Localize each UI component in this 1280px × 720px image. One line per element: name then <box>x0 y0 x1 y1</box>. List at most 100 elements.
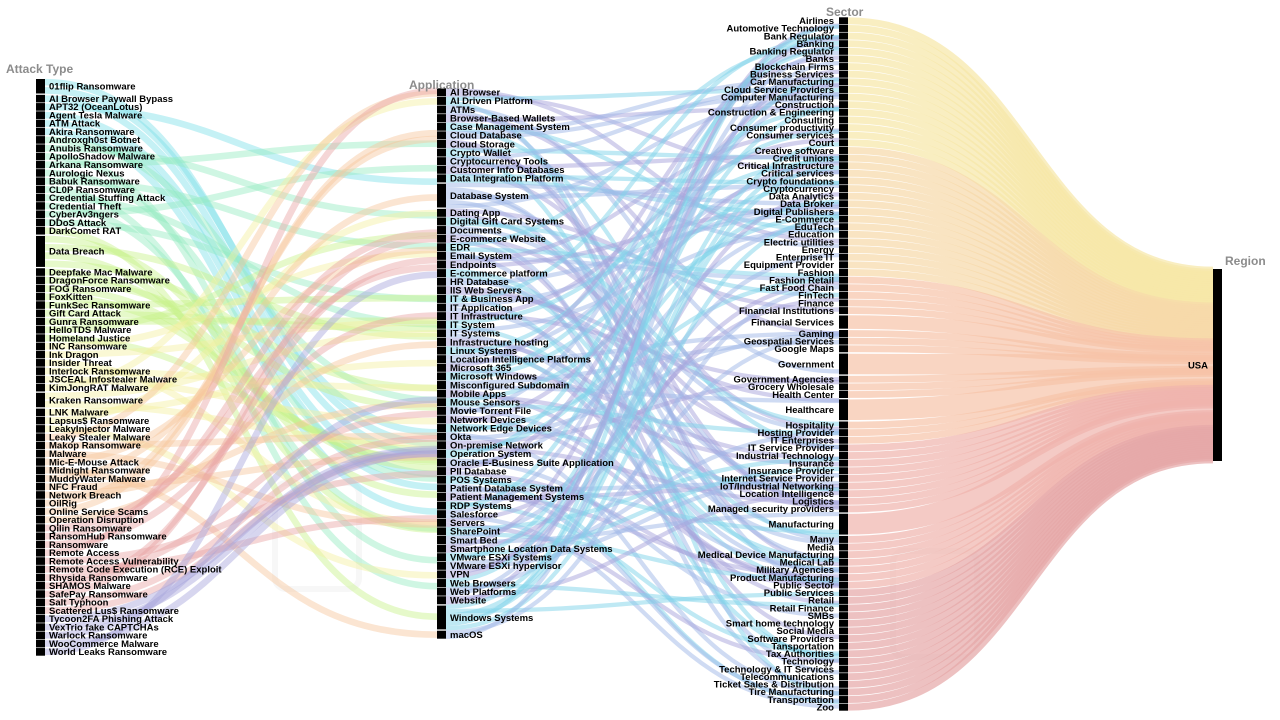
application-node-case-management-system <box>437 122 446 131</box>
sankey-link <box>445 511 840 545</box>
application-label: macOS <box>450 630 483 641</box>
application-node-rdp-systems <box>437 501 446 510</box>
sector-label: Blockchain Firms <box>755 62 834 73</box>
application-node-hr-database <box>437 277 446 286</box>
attack-type-label: Tycoon2FA Phishing Attack <box>49 614 174 625</box>
application-label: Linux Systems <box>450 346 517 357</box>
sector-node-financial-institutions <box>839 307 848 315</box>
attack-type-label: Remote Code Execution (RCE) Exploit <box>49 565 222 576</box>
sector-label: Government <box>778 359 835 370</box>
attack-type-label: APT32 (OceanLotus) <box>49 102 142 113</box>
application-label: Browser-Based Wallets <box>450 113 555 124</box>
sector-node-critical-infrastructure <box>839 162 848 170</box>
sector-label: Logistics <box>792 497 834 508</box>
application-node-misconfigured-subdomain <box>437 381 446 390</box>
sankey-link <box>44 153 438 564</box>
attack-type-label: Babuk Ransomware <box>49 177 140 188</box>
sector-node-banking-regulator <box>839 47 848 55</box>
sankey-link <box>44 252 438 534</box>
application-label: Network Edge Devices <box>450 423 552 434</box>
attack-type-node-ransomhub-ransomware <box>36 532 45 541</box>
sankey-link <box>44 229 438 540</box>
sankey-link <box>44 256 438 590</box>
application-label: Okta <box>450 432 472 443</box>
sankey-link <box>44 164 438 218</box>
sector-node-blockchain-firms <box>839 63 848 71</box>
attack-type-label: Data Breach <box>49 247 105 258</box>
application-node-atms <box>437 105 446 114</box>
sector-node-product-manufacturing <box>839 574 848 582</box>
application-label: Endpoints <box>450 260 496 271</box>
attack-type-label: Makop Ransomware <box>49 441 141 452</box>
sector-node-geospatial-services <box>839 337 848 345</box>
sector-label: Consulting <box>784 115 834 126</box>
sector-label: Financial Institutions <box>739 306 834 317</box>
application-node-smartphone-location-data-systems <box>437 544 446 553</box>
sector-node-google-maps <box>839 345 848 353</box>
application-node-infrastructure-hosting <box>437 337 446 346</box>
sankey-link <box>445 501 840 656</box>
sector-label: Bank Regulator <box>764 31 835 42</box>
application-node-it-systems <box>437 329 446 338</box>
sector-label: Data Broker <box>780 199 834 210</box>
sector-node-managed-security-providers <box>839 505 848 513</box>
attack-type-node-lnk-malware <box>36 408 45 417</box>
attack-type-node-safepay-ransomware <box>36 590 45 598</box>
attack-type-label: Rhysida Ransomware <box>49 573 148 584</box>
sankey-link <box>847 399 1214 535</box>
attack-type-node-vextrio-fake-captchas <box>36 623 45 631</box>
attack-type-node-midnight-ransomware <box>36 466 45 475</box>
sankey-link <box>44 359 438 416</box>
sector-label: Energy <box>802 245 835 256</box>
attack-type-label: CyberAv3ngers <box>49 210 119 221</box>
sankey-link <box>44 447 438 631</box>
region-label: USA <box>1188 360 1208 371</box>
application-node-location-intelligence-platforms <box>437 355 446 364</box>
sector-label: Product Manufacturing <box>730 573 834 584</box>
sankey-link <box>44 434 438 606</box>
sector-label: Grocery Wholesale <box>748 382 834 393</box>
sankey-link <box>445 165 840 622</box>
sankey-link <box>44 293 438 464</box>
attack-type-node-darkcomet-rat <box>36 226 45 235</box>
sector-label: Google Maps <box>774 344 834 355</box>
attack-type-label: Kraken Ransomware <box>49 395 143 406</box>
application-label: Crypto Wallet <box>450 148 512 159</box>
sector-node-cloud-service-providers <box>839 85 848 93</box>
attack-type-label: World Leaks Ransomware <box>49 647 167 658</box>
application-node-edr <box>437 243 446 252</box>
application-label: IT System <box>450 320 495 331</box>
sector-node-manufacturing <box>839 513 848 535</box>
attack-type-node-mic-e-mouse-attack <box>36 458 45 466</box>
application-node-linux-systems <box>437 346 446 355</box>
attack-type-node-insider-threat <box>36 359 45 367</box>
application-label: Oracle E-Business Suite Application <box>450 458 614 469</box>
sankey-link <box>44 310 438 332</box>
sankey-link <box>44 432 438 449</box>
sector-node-fintech <box>839 291 848 299</box>
application-label: Patient Management Systems <box>450 492 584 503</box>
sankey-link <box>847 353 1214 376</box>
application-node-salesforce <box>437 510 446 519</box>
sector-label: Electric utilities <box>764 237 834 248</box>
sankey-link <box>445 94 840 209</box>
sankey-link <box>445 458 840 618</box>
attack-type-node-data-breach <box>36 235 45 267</box>
application-label: Salesforce <box>450 509 498 520</box>
sankey-link <box>44 103 438 185</box>
application-label: Microsoft 365 <box>450 363 512 374</box>
sector-node-internet-service-provider <box>839 474 848 482</box>
attack-type-node-credential-stuffing-attack <box>36 193 45 202</box>
sector-label: Tax Authorities <box>766 649 834 660</box>
attack-type-label: FunkSec Ransomware <box>49 300 150 311</box>
application-node-database-system <box>437 183 446 208</box>
sector-label: Automotive Technology <box>727 24 835 35</box>
attack-type-label: Remote Access <box>49 548 119 559</box>
application-label: Location Intelligence Platforms <box>450 354 591 365</box>
sankey-link <box>445 154 840 170</box>
application-label: Smart Bed <box>450 535 498 546</box>
attack-type-node-world-leaks-ransomware <box>36 648 45 656</box>
watermark-logo <box>272 480 362 592</box>
sector-node-insurance <box>839 459 848 467</box>
attack-type-node-warlock-ransomware <box>36 631 45 640</box>
